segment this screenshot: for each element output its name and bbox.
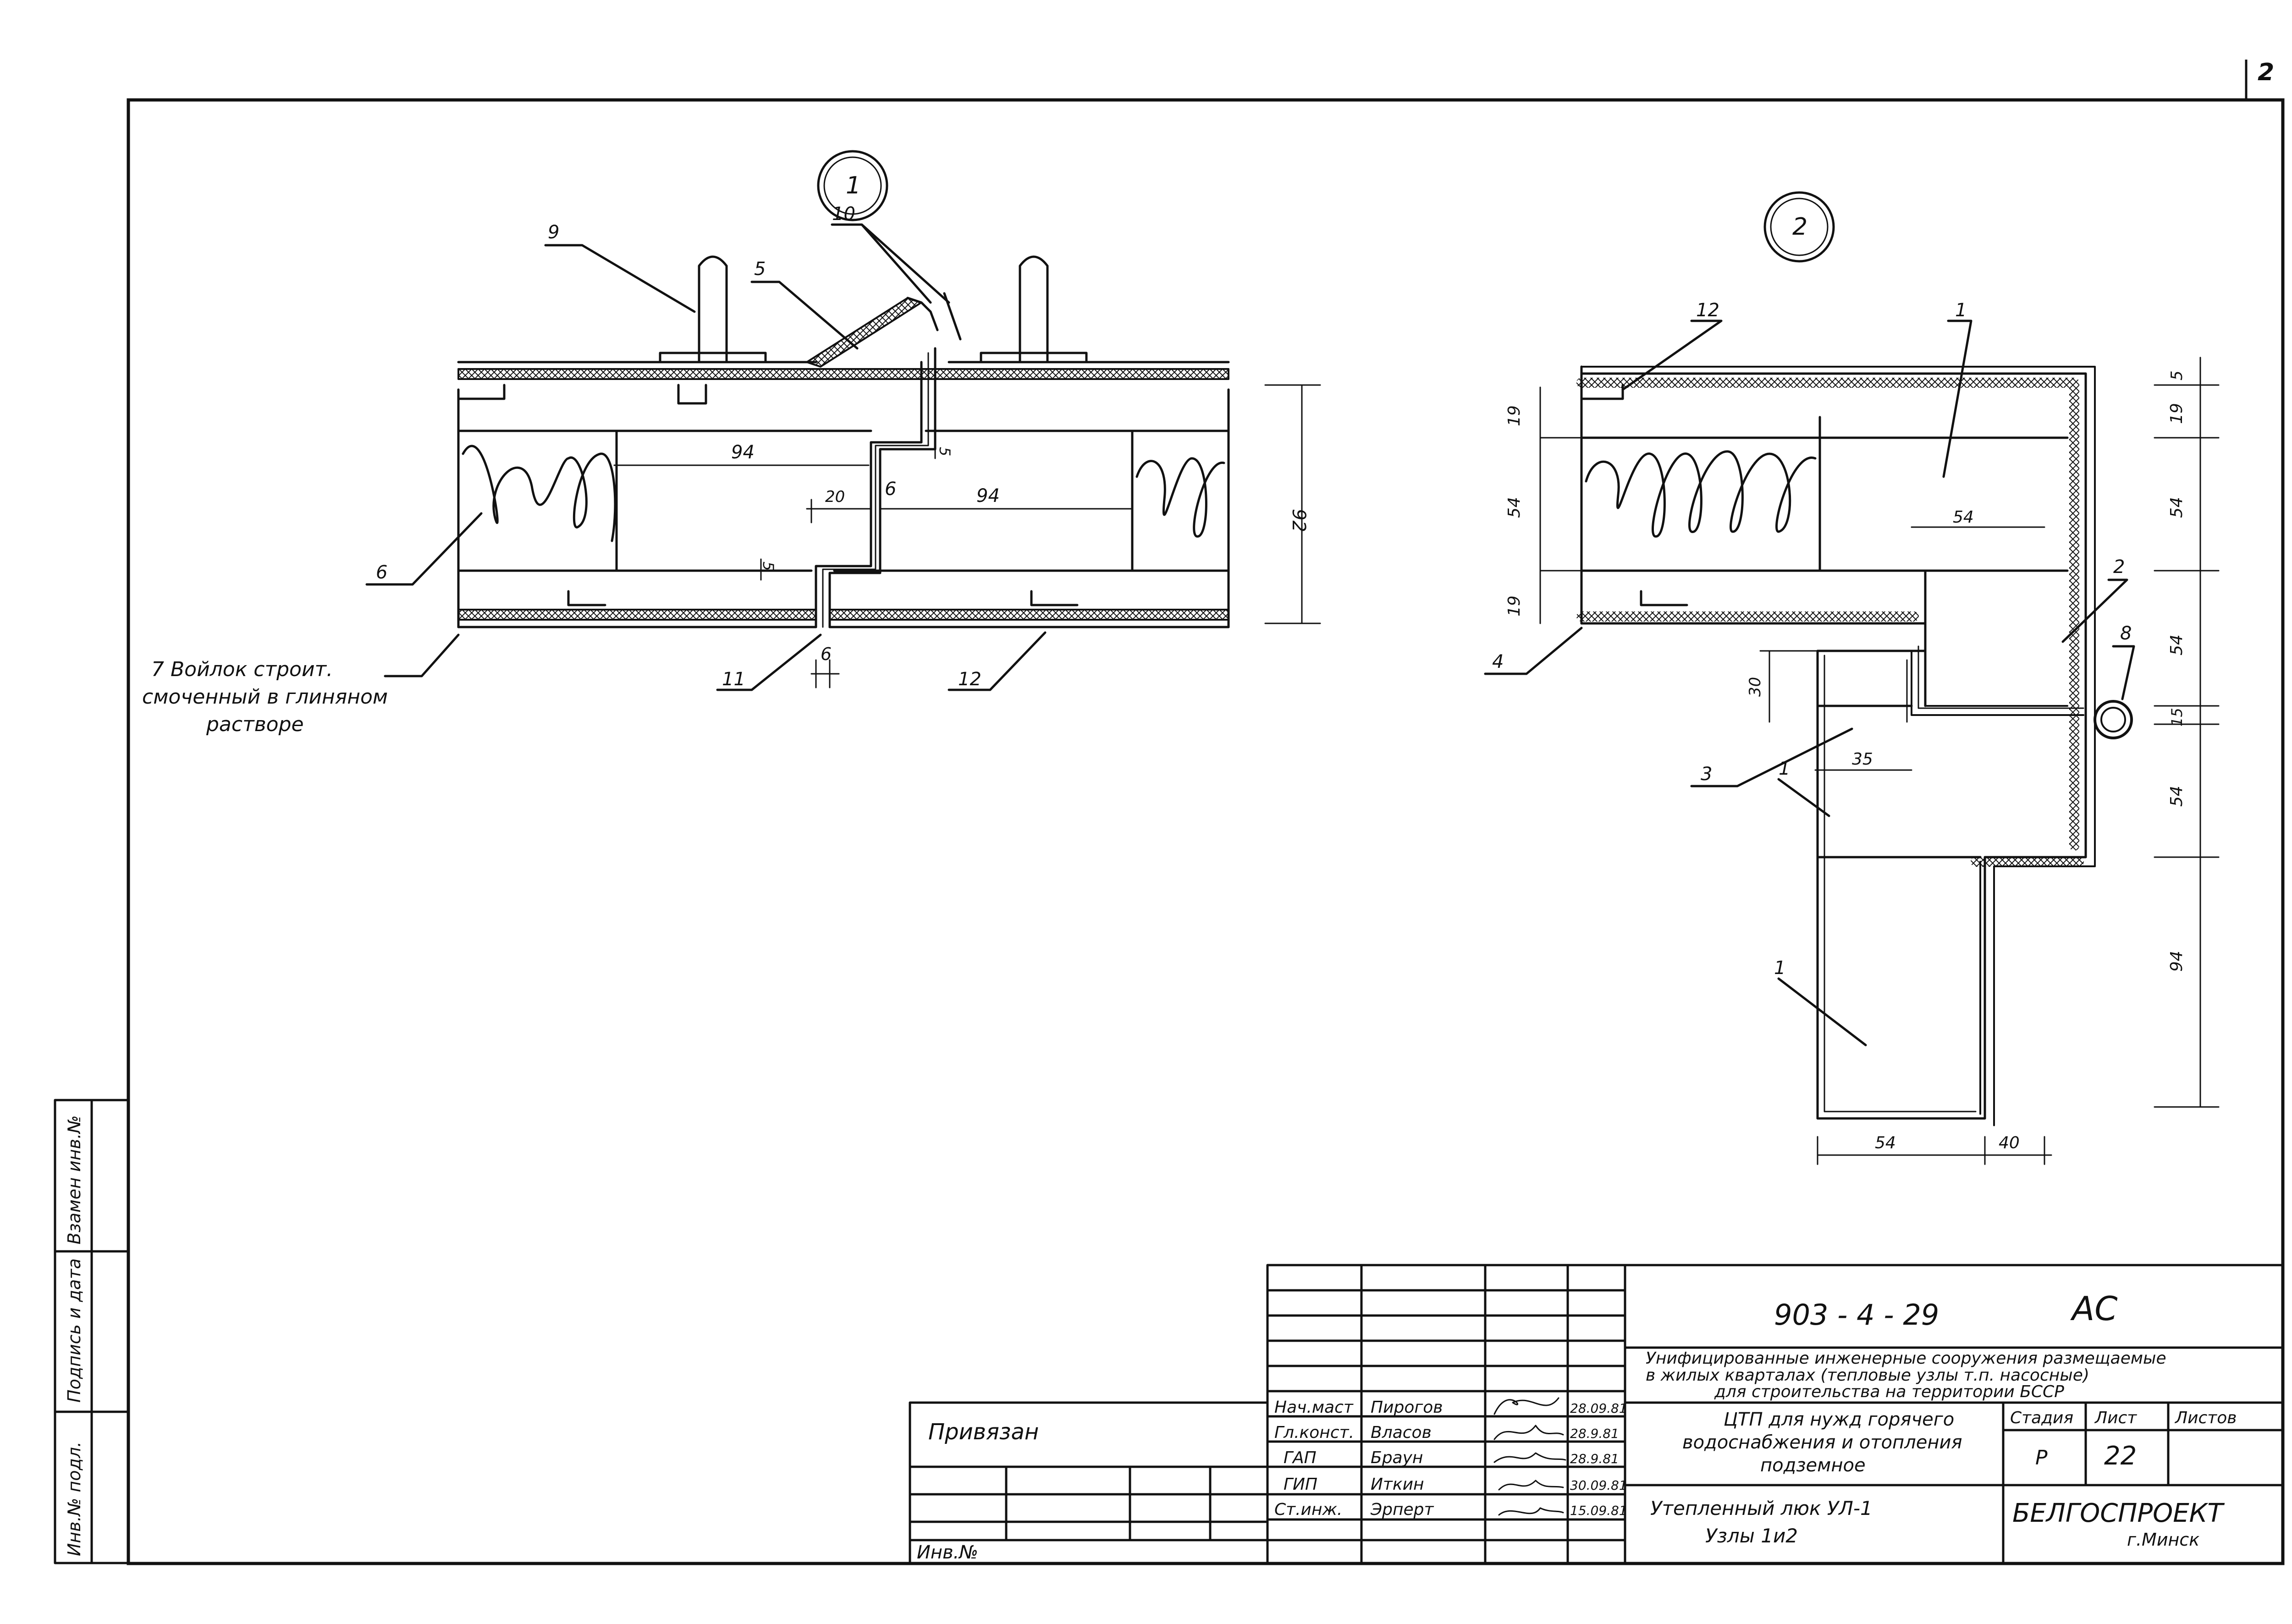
staff-name: Браун [1371, 1448, 1423, 1467]
node2-callout-3: 3 [1701, 764, 1712, 785]
node1-dim-94-right: 94 [976, 485, 1000, 506]
node-2-drawing [1484, 191, 2220, 1165]
staff-date: 28.9.81 [1570, 1451, 1619, 1466]
title-object-line-3: подземное [1760, 1455, 1866, 1476]
staff-date: 28.09.81 [1570, 1401, 1627, 1416]
node1-callout-9: 9 [548, 222, 559, 243]
title-header-line-3: для строительства на территории БССР [1714, 1382, 2064, 1401]
node2-callout-4: 4 [1492, 651, 1504, 672]
node2-dim-19-right: 19 [2167, 403, 2186, 424]
node2-dim-54-inner: 54 [1953, 508, 1974, 527]
privyazan-label: Привязан [928, 1419, 1039, 1445]
node2-dim-40-bottom: 40 [1999, 1134, 2020, 1152]
node2-dim-54-bottom: 54 [1875, 1134, 1896, 1152]
title-sheets-label: Листов [2174, 1409, 2237, 1427]
node-2-label: 2 [1792, 213, 1807, 241]
title-sheet-label: Лист [2094, 1409, 2137, 1427]
node2-dim-54-right-c: 54 [2167, 786, 2186, 807]
node1-callout-6: 6 [376, 562, 387, 583]
node2-dim-5-right: 5 [2168, 370, 2186, 380]
title-section: АС [2070, 1289, 2118, 1328]
node-1-label: 1 [846, 172, 861, 199]
title-sheet-title-line-2: Узлы 1и2 [1705, 1525, 1798, 1547]
title-org-city: г.Минск [2127, 1530, 2199, 1550]
node2-dim-30-inner: 30 [1746, 677, 1764, 697]
staff-role: Гл.конст. [1274, 1423, 1354, 1442]
signatures [1493, 1397, 1566, 1516]
title-block [909, 1264, 2284, 1564]
node1-callout-5: 5 [754, 259, 766, 280]
side-stamp-inv-no: Инв.№ подл. [64, 1442, 84, 1556]
node2-callout-1-top: 1 [1955, 300, 1967, 321]
title-stage-label: Стадия [2010, 1409, 2073, 1427]
node1-dim-94-left: 94 [731, 442, 755, 463]
title-org: БЕЛГОСПРОЕКТ [2012, 1498, 2225, 1528]
staff-date: 15.09.81 [1570, 1503, 1627, 1518]
node2-dim-19-left-bottom: 19 [1505, 595, 1524, 617]
staff-role: ГИП [1284, 1475, 1317, 1494]
title-object-line-2: водоснабжения и отопления [1682, 1432, 1962, 1453]
staff-role: Ст.инж. [1274, 1500, 1342, 1519]
staff-name: Эрперт [1370, 1500, 1434, 1519]
node1-dim-5-top: 5 [936, 447, 953, 456]
node2-dim-35-inner: 35 [1852, 750, 1873, 769]
node1-callout-10: 10 [832, 204, 855, 225]
node-1-drawing [365, 150, 1321, 691]
node2-dim-54-right-b: 54 [2167, 634, 2186, 655]
note-7-line-3: растворе [206, 713, 304, 736]
node2-callout-8: 8 [2120, 623, 2132, 644]
side-stamp-signature: Подпись и дата [64, 1258, 84, 1403]
sheet-number: 2 [2258, 59, 2274, 86]
node1-dim-5-bottom: 5 [760, 562, 777, 571]
node2-callout-1-bottom: 1 [1774, 958, 1785, 979]
side-stamp-replace: Взамен инв.№ [64, 1115, 84, 1244]
title-header-line-2: в жилых кварталах (тепловые узлы т.п. на… [1646, 1366, 2089, 1385]
staff-name: Власов [1371, 1423, 1432, 1442]
staff-date: 28.9.81 [1570, 1426, 1619, 1441]
node2-dim-15-right: 15 [2168, 708, 2186, 727]
title-header-line-1: Унифицированные инженерные сооружения ра… [1646, 1349, 2166, 1368]
staff-rows: Нач.маст Пирогов 28.09.81 Гл.конст. Влас… [1274, 1398, 1627, 1519]
node1-dim-92: 92 [1288, 509, 1309, 532]
staff-role: ГАП [1284, 1448, 1317, 1467]
node2-dim-19-left-top: 19 [1505, 405, 1524, 426]
node-1-marker [817, 150, 888, 221]
node1-callout-12: 12 [958, 669, 981, 690]
title-object-line-1: ЦТП для нужд горячего [1724, 1409, 1954, 1430]
node1-dim-6: 6 [885, 479, 896, 500]
side-stamp [54, 1099, 130, 1564]
staff-role: Нач.маст [1274, 1398, 1354, 1417]
title-sheet: 22 [2104, 1441, 2137, 1471]
staff-date: 30.09.81 [1570, 1478, 1627, 1493]
title-doc-code: 903 - 4 - 29 [1774, 1298, 1939, 1332]
node2-callout-2: 2 [2113, 556, 2125, 578]
node2-dim-54-right-a: 54 [2167, 497, 2186, 518]
title-stage: Р [2035, 1446, 2048, 1470]
title-sheet-title-line-1: Утепленный люк УЛ-1 [1650, 1497, 1873, 1519]
node1-callout-11: 11 [722, 669, 745, 690]
node2-callout-12: 12 [1696, 300, 1719, 321]
node2-dim-54-left: 54 [1505, 497, 1524, 518]
note-7-line-2: смоченный в глиняном [142, 685, 388, 709]
node1-dim-6-bottom: 6 [821, 644, 832, 664]
node2-dim-94-right: 94 [2167, 951, 2186, 972]
note-7-line-1: 7 Войлок строит. [151, 658, 333, 681]
node2-callout-1-mid: 1 [1779, 758, 1790, 779]
node-2-marker [1763, 191, 1835, 263]
inv-no-label: Инв.№ [917, 1542, 978, 1563]
staff-name: Иткин [1371, 1475, 1424, 1494]
staff-name: Пирогов [1371, 1398, 1443, 1417]
node1-dim-20: 20 [825, 488, 845, 506]
